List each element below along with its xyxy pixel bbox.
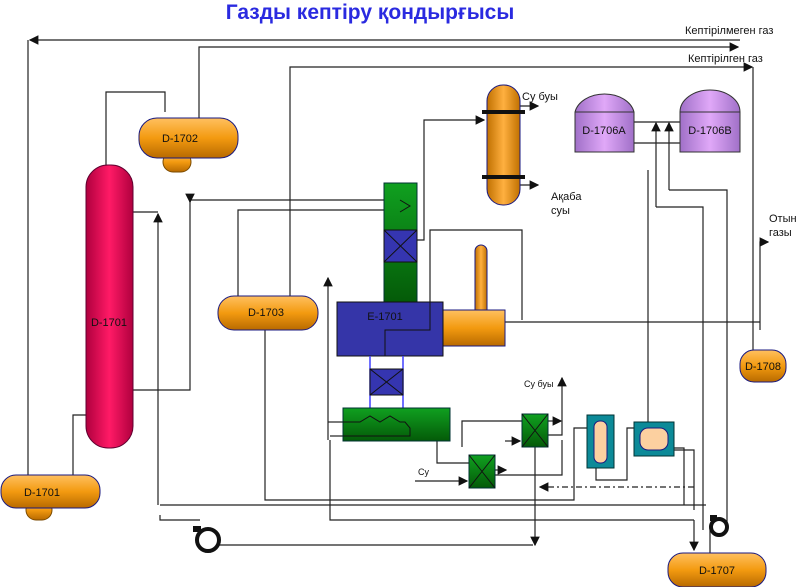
filter-box[interactable]	[633, 421, 675, 457]
waste-water-label-1: Ақаба	[551, 191, 582, 203]
vessel-d1706a[interactable]: D-1706A	[574, 93, 635, 153]
vessel-d1708-label: D-1708	[745, 361, 781, 373]
steam-top-label: Су буы	[522, 91, 558, 103]
water-label: Су	[418, 467, 429, 477]
waste-water-label-2: суы	[551, 205, 570, 217]
furnace-e1701[interactable]: E-1701	[336, 244, 506, 408]
vessel-d1702-label: D-1702	[162, 133, 198, 145]
heat-exchanger[interactable]	[342, 407, 451, 442]
vessel-d1701-drum-label: D-1701	[24, 487, 60, 499]
absorber-column[interactable]	[383, 182, 418, 304]
undried-gas-label: Кептірілмеген газ	[685, 25, 773, 37]
vessel-d1701-drum[interactable]: D-1701	[0, 474, 101, 521]
steam-bottom-label: Су буы	[524, 379, 553, 389]
condenser[interactable]	[482, 84, 525, 206]
diagram-title: Газды кептіру қондырғысы	[226, 1, 515, 24]
cooler-1[interactable]	[521, 413, 549, 448]
cooler-2[interactable]	[468, 454, 496, 489]
filter-vertical[interactable]	[586, 414, 615, 469]
pump-2-icon[interactable]	[709, 515, 729, 537]
dried-gas-label: Кептірілген газ	[688, 53, 763, 65]
fuel-gas-label-2: газы	[769, 227, 792, 239]
vessel-d1703-label: D-1703	[248, 307, 284, 319]
fuel-gas-label-1: Отын	[769, 213, 797, 225]
pump-1-icon[interactable]	[193, 526, 221, 553]
vessel-d1708[interactable]: D-1708	[739, 349, 787, 383]
furnace-e1701-label: E-1701	[367, 311, 402, 323]
pipelines	[27, 35, 770, 553]
column-d1701-label: D-1701	[91, 317, 127, 329]
vessel-d1706a-label: D-1706A	[582, 125, 626, 137]
vessel-d1707[interactable]: D-1707	[667, 552, 767, 587]
column-d1701[interactable]: D-1701	[85, 164, 134, 449]
vessel-d1702[interactable]: D-1702	[138, 117, 239, 173]
vessel-d1706b-label: D-1706B	[688, 125, 731, 137]
vessel-d1706b[interactable]: D-1706B	[679, 89, 741, 153]
vessel-d1703[interactable]: D-1703	[217, 295, 319, 331]
vessel-d1707-label: D-1707	[699, 565, 735, 577]
